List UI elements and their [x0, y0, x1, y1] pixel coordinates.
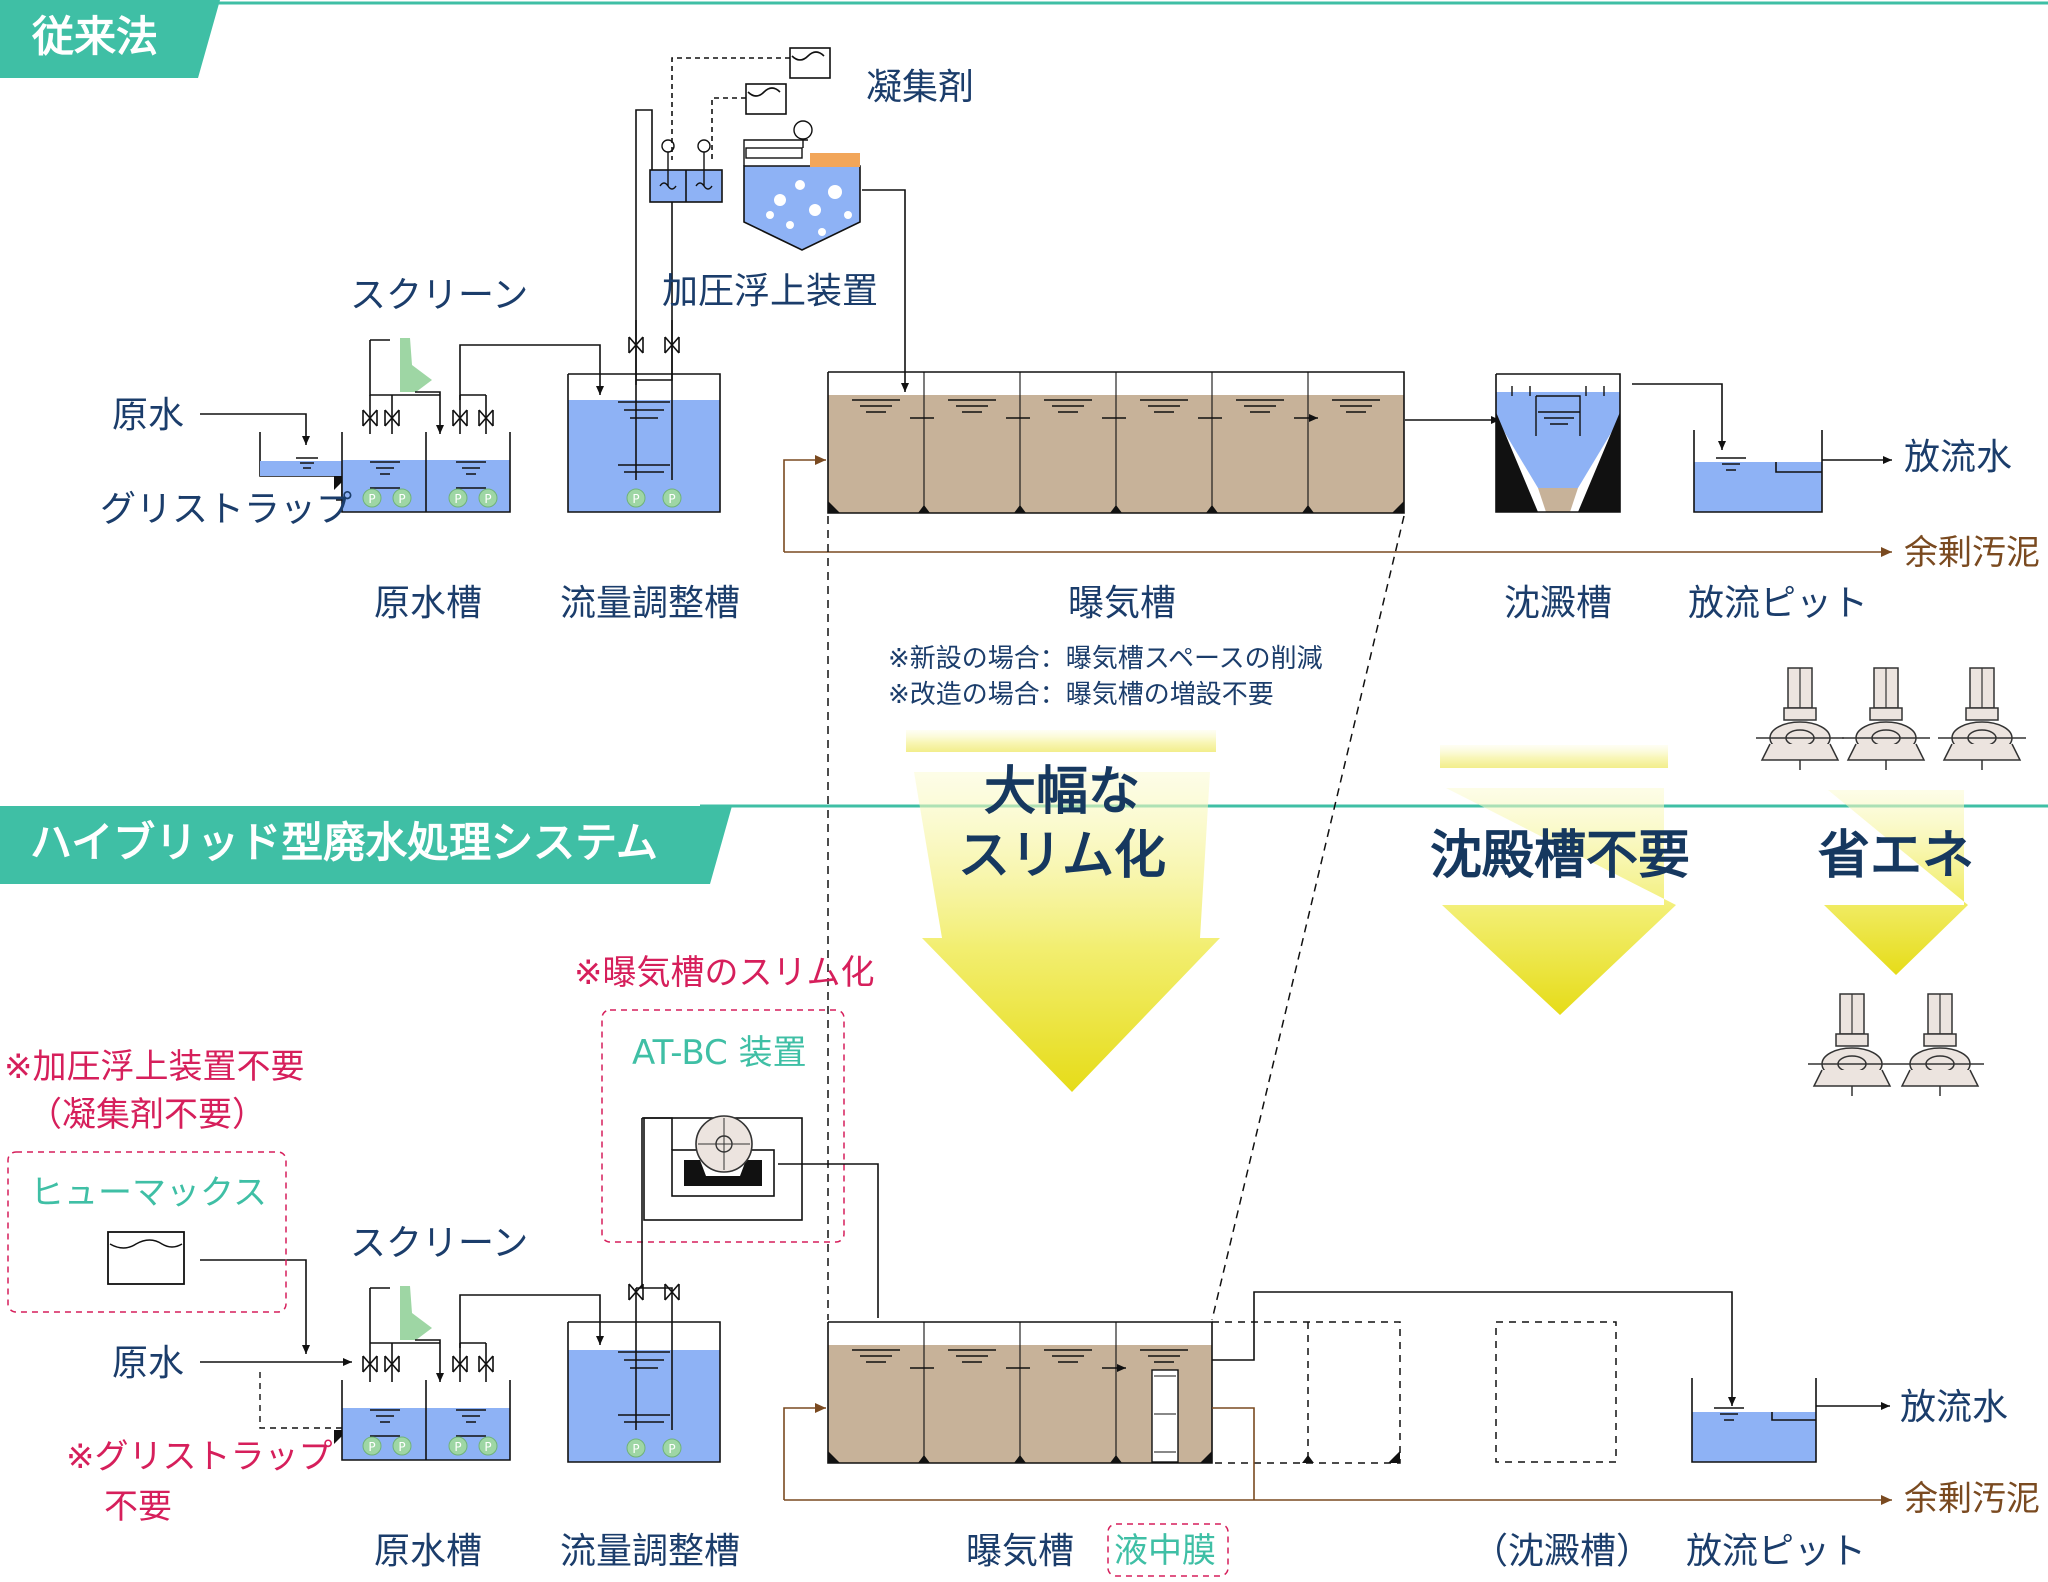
at-bc-device [641, 1115, 879, 1318]
daf-label: 加圧浮上装置 [662, 271, 879, 312]
raw-tank-label-bottom: 原水槽 [374, 1531, 483, 1572]
aeration-tank-bottom [827, 1321, 1213, 1464]
aeration-tank-label: 曝気槽 [1068, 583, 1177, 624]
bottom-piping [200, 1287, 1890, 1430]
flow-tank-label: 流量調整槽 [560, 583, 741, 624]
blower-icon [1807, 993, 1985, 1097]
energy-saving-label: 省エネ [1818, 826, 1975, 886]
excess-sludge-label-bottom: 余剰汚泥 [1904, 1479, 2040, 1519]
slim-line1: 大幅な [983, 762, 1140, 822]
effluent-label: 放流水 [1904, 437, 2013, 478]
raw-water-label: 原水 [112, 395, 185, 436]
conventional-banner [0, 0, 2048, 78]
removed-aeration-compartments [1212, 1321, 1617, 1464]
screen-label-bottom: スクリーン [350, 1223, 529, 1264]
aeration-tank-top [827, 371, 1405, 514]
atbc-label: AT-BC 装置 [632, 1033, 807, 1073]
no-sedimentation-arrow [1440, 745, 1676, 1015]
dissolved-air-flotation [743, 120, 861, 251]
blower-icon [1755, 667, 2027, 771]
note-no-grease-line2: 不要 [104, 1487, 172, 1527]
note-retrofit: ※改造の場合：曝気槽の増設不要 [888, 680, 1274, 710]
note-no-daf: ※加圧浮上装置不要 [4, 1047, 305, 1087]
conventional-title: 従来法 [32, 12, 159, 61]
grease-trap-removed [259, 1372, 342, 1429]
membrane-icon [1151, 1369, 1179, 1463]
sludge-return-top [783, 455, 1892, 557]
mixer-icon [659, 139, 713, 190]
top-piping [200, 109, 1892, 480]
flow-tank-label-bottom: 流量調整槽 [560, 1531, 741, 1572]
grease-trap-label: グリストラップ [100, 489, 353, 530]
no-sedimentation-label: 沈殿槽不要 [1429, 826, 1690, 886]
sludge-return-bottom [783, 1403, 1892, 1505]
discharge-pit-top [1693, 430, 1823, 513]
note-slim-aeration: ※曝気槽のスリム化 [574, 953, 875, 993]
energy-arrow [1824, 790, 1968, 975]
humax-dashed-box [7, 1151, 287, 1313]
screen-icon [400, 1286, 432, 1340]
raw-water-tank-bottom [341, 1380, 511, 1461]
coagulant-label: 凝集剤 [866, 67, 975, 108]
humax-unit [107, 1231, 310, 1354]
aeration-tank-label-bottom: 曝気槽 [966, 1531, 1075, 1572]
raw-tank-label: 原水槽 [374, 583, 483, 624]
grease-trap [259, 432, 348, 501]
screen-label: スクリーン [350, 275, 529, 316]
flow-adjustment-tank-bottom [567, 1321, 721, 1463]
membrane-dashed-box [1107, 1523, 1229, 1577]
excess-sludge-label: 余剰汚泥 [1904, 533, 2040, 573]
slim-arrow [906, 730, 1220, 1092]
effluent-label-bottom: 放流水 [1900, 1387, 2009, 1428]
discharge-pit-bottom [1691, 1378, 1817, 1463]
sedimentation-tank-label-bottom: （沈澱槽） [1472, 1531, 1653, 1572]
membrane-label: 液中膜 [1114, 1531, 1216, 1571]
raw-water-tank-top [341, 432, 511, 513]
discharge-pit-label-bottom: 放流ピット [1686, 1531, 1867, 1572]
atbc-dashed-box [601, 1009, 845, 1243]
raw-water-label-bottom: 原水 [112, 1343, 185, 1384]
coagulant-tanks [671, 47, 831, 160]
note-no-coagulant: （凝集剤不要） [28, 1095, 266, 1135]
discharge-pit-label: 放流ピット [1688, 583, 1869, 624]
slim-line2: スリム化 [957, 826, 1166, 886]
flow-adjustment-tank-top [567, 373, 721, 513]
hybrid-title: ハイブリッド型廃水処理システム [30, 818, 658, 867]
humax-label: ヒューマックス [30, 1173, 267, 1213]
sedimentation-tank-label: 沈澱槽 [1504, 583, 1613, 624]
mixing-tanks [649, 139, 723, 203]
note-no-grease-line1: ※グリストラップ [66, 1437, 333, 1477]
note-new-install: ※新設の場合：曝気槽スペースの削減 [888, 644, 1323, 674]
sedimentation-tank-top [1495, 373, 1621, 513]
screen-icon [400, 338, 432, 392]
projection-lines [827, 515, 1405, 1321]
